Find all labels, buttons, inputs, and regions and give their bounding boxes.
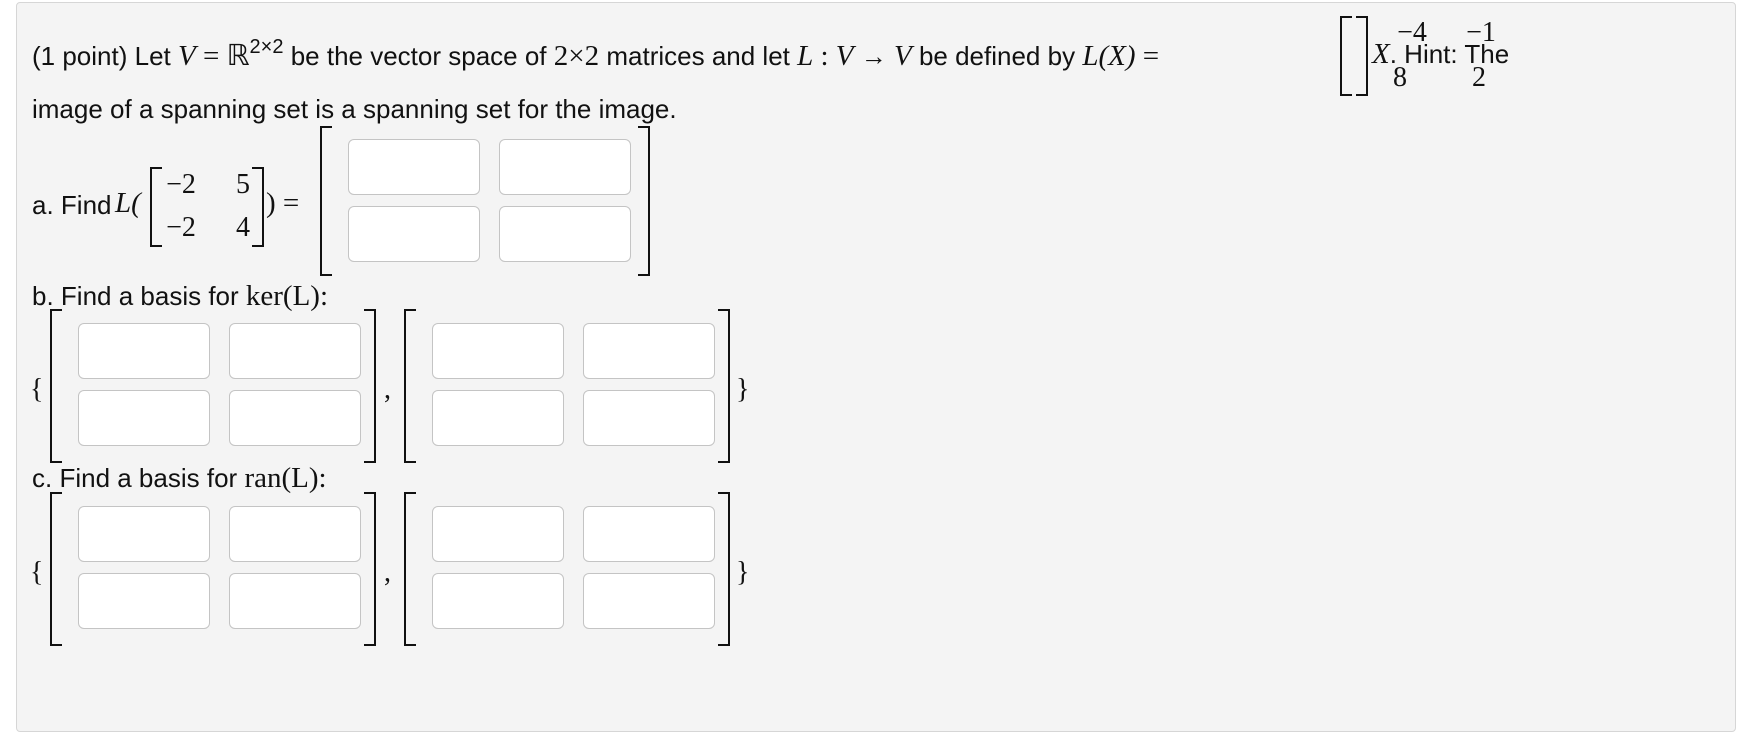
part-b-answer-input[interactable] bbox=[432, 390, 564, 446]
part-b-answer-input[interactable] bbox=[229, 323, 361, 379]
part-c-answer-input[interactable] bbox=[78, 573, 210, 629]
part-b-brace-close: } bbox=[736, 374, 750, 405]
part-c-comma: , bbox=[384, 557, 391, 588]
math-R-sup: 2×2 bbox=[249, 36, 284, 59]
part-b-label: b. Find a basis for ker(L): bbox=[32, 280, 328, 313]
part-b-answer-input[interactable] bbox=[432, 323, 564, 379]
part-b-answer-input[interactable] bbox=[229, 390, 361, 446]
part-c-matrix-2-right-bracket bbox=[718, 492, 730, 646]
math-LX: L(X) bbox=[1082, 40, 1136, 72]
matrix-A-left-bracket bbox=[1340, 16, 1352, 96]
part-b-answer-input[interactable] bbox=[583, 390, 715, 446]
part-c-matrix-1-left-bracket bbox=[50, 492, 62, 646]
part-a-matrix-cell: 4 bbox=[236, 212, 250, 243]
math-two-1: 2 bbox=[553, 40, 569, 72]
question-line-2: image of a spanning set is a spanning se… bbox=[32, 94, 677, 124]
part-a-matrix-cell: −2 bbox=[166, 169, 196, 200]
part-c-brace-close: } bbox=[736, 557, 750, 588]
part-c-colon: : bbox=[318, 462, 327, 494]
part-c-matrix-1-right-bracket bbox=[364, 492, 376, 646]
part-a-close-eq: ) = bbox=[266, 187, 300, 219]
math-colon: : bbox=[820, 40, 829, 72]
part-b-matrix-2-right-bracket bbox=[718, 309, 730, 463]
part-c-answer-input[interactable] bbox=[583, 573, 715, 629]
math-eq-2: = bbox=[1142, 40, 1160, 72]
part-a-answer-input[interactable] bbox=[348, 139, 480, 195]
matrix-A-cell: −1 bbox=[1466, 17, 1496, 48]
part-a-answer-input[interactable] bbox=[499, 206, 631, 262]
part-a-label: a. Find bbox=[32, 190, 112, 220]
part-c-answer-input[interactable] bbox=[432, 573, 564, 629]
math-V-3: V bbox=[893, 40, 912, 72]
question-line-1: (1 point) Let V = ℝ2×2 be the vector spa… bbox=[32, 36, 1160, 73]
question-line-1-end: X. Hint: The bbox=[1372, 38, 1509, 71]
part-c-answer-input[interactable] bbox=[78, 506, 210, 562]
math-times: × bbox=[568, 40, 585, 72]
math-X: X bbox=[1372, 38, 1390, 70]
part-b-answer-input[interactable] bbox=[583, 323, 715, 379]
matrix-A-cell: 8 bbox=[1393, 62, 1407, 93]
part-a-matrix-cell: −2 bbox=[166, 212, 196, 243]
part-a-answer-input[interactable] bbox=[499, 139, 631, 195]
part-a-answer-right-bracket bbox=[638, 126, 650, 276]
part-c-answer-input[interactable] bbox=[432, 506, 564, 562]
math-V-2: V bbox=[835, 40, 854, 72]
part-b-matrix-1-left-bracket bbox=[50, 309, 62, 463]
part-c-brace-open: { bbox=[30, 557, 44, 588]
part-b-matrix-1-right-bracket bbox=[364, 309, 376, 463]
part-b-func: ker(L) bbox=[245, 280, 320, 312]
math-two-2: 2 bbox=[584, 40, 600, 72]
matrix-A-cell: 2 bbox=[1472, 62, 1486, 93]
let-text: Let bbox=[134, 41, 171, 71]
part-c-func: ran(L) bbox=[244, 462, 319, 494]
part-c-matrix-2-left-bracket bbox=[404, 492, 416, 646]
math-L: L bbox=[797, 40, 814, 72]
part-c-label: c. Find a basis for ran(L): bbox=[32, 462, 327, 495]
part-b-matrix-2-left-bracket bbox=[404, 309, 416, 463]
part-b-answer-input[interactable] bbox=[78, 323, 210, 379]
points-label: (1 point) bbox=[32, 41, 128, 71]
part-b-colon: : bbox=[319, 280, 329, 312]
part-c-answer-input[interactable] bbox=[229, 506, 361, 562]
part-c-answer-input[interactable] bbox=[229, 573, 361, 629]
text-defined-by: be defined by bbox=[918, 41, 1076, 71]
math-eq: = bbox=[202, 40, 220, 72]
part-a-L-open: L( bbox=[115, 187, 141, 219]
part-a-matrix-cell: 5 bbox=[236, 169, 250, 200]
part-a-matrix-right-bracket bbox=[252, 167, 264, 247]
math-R: ℝ bbox=[226, 40, 250, 72]
text-vector-space: be the vector space of bbox=[290, 41, 547, 71]
hint-text: . Hint: The bbox=[1389, 39, 1510, 69]
part-b-brace-open: { bbox=[30, 374, 44, 405]
matrix-A-cell: −4 bbox=[1397, 17, 1427, 48]
math-V: V bbox=[178, 40, 196, 72]
part-b-text: b. Find a basis for bbox=[32, 281, 239, 311]
part-a-answer-input[interactable] bbox=[348, 206, 480, 262]
part-b-comma: , bbox=[384, 374, 391, 405]
matrix-A-right-bracket bbox=[1356, 16, 1368, 96]
part-a-answer-left-bracket bbox=[320, 126, 332, 276]
part-b-answer-input[interactable] bbox=[78, 390, 210, 446]
text-matrices: matrices and let bbox=[606, 41, 790, 71]
math-arrow: → bbox=[860, 42, 887, 71]
part-a-matrix-left-bracket bbox=[150, 167, 162, 247]
part-c-answer-input[interactable] bbox=[583, 506, 715, 562]
part-c-text: c. Find a basis for bbox=[32, 463, 238, 493]
